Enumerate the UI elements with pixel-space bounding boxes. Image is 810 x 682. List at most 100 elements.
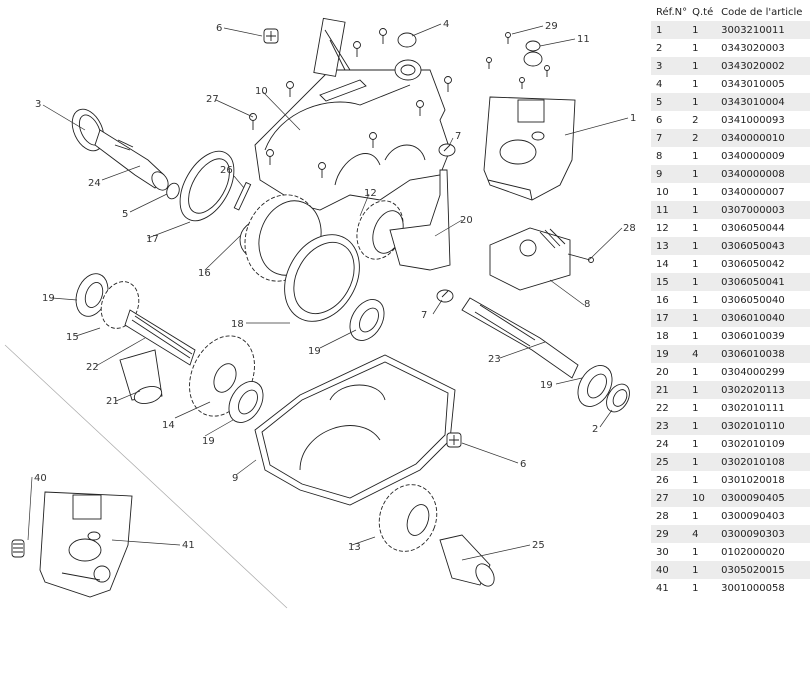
cell-qty: 1 [687,453,717,471]
callout-24: 24 [88,178,101,189]
cell-code: 0306010039 [721,330,785,342]
cell-qty: 4 [687,525,717,543]
callout-23: 23 [488,354,501,365]
cell-qty: 1 [692,474,699,486]
part-7-plug-bottom [436,289,454,303]
cell-ref: 23 [651,417,688,435]
part-6-drain-plug-top [263,28,279,44]
part-22-shaft [124,309,196,366]
cell-ref: 1 [651,21,688,39]
cell-ref: 16 [656,294,669,306]
cell-code: 0305020015 [716,561,810,579]
cell-code: 0343020003 [721,42,785,54]
part-25-shaft [439,534,495,587]
cell-code: 0306010040 [716,309,810,327]
cell-ref: 24 [656,438,669,450]
cell-ref: 41 [656,582,669,594]
cell-qty: 1 [687,201,717,219]
cell-qty: 1 [687,237,717,255]
callout-17: 17 [146,234,159,245]
cell-ref: 2 [656,42,663,54]
part-6-drain-plug-bottom [446,432,462,448]
cell-code: 0306050044 [721,222,785,234]
cell-qty: 4 [687,345,717,363]
cell-code: 0306050043 [716,237,810,255]
cell-ref: 25 [651,453,688,471]
callout-16: 16 [198,268,211,279]
callout-1: 1 [630,113,636,124]
part-4-o-ring [397,32,417,48]
callout-9: 9 [232,473,238,484]
cell-qty: 2 [687,129,717,147]
cell-code: 0306010038 [716,345,810,363]
callout-14: 14 [162,420,175,431]
cell-ref: 5 [651,93,688,111]
cell-ref: 40 [651,561,688,579]
callout-29: 29 [545,21,558,32]
cell-qty: 1 [692,546,699,558]
cell-ref: 11 [651,201,688,219]
callout-20: 20 [460,215,473,226]
cell-qty: 10 [687,489,717,507]
cell-code: 0341000093 [721,114,785,126]
callout-22: 22 [86,362,99,373]
cell-code: 0302010108 [716,453,810,471]
callout-6-top: 6 [216,23,222,34]
cell-qty: 1 [687,561,717,579]
table-header-row: Réf.N° Q.té Code de l'article [651,3,810,21]
cell-qty: 1 [692,42,699,54]
cell-qty: 1 [692,294,699,306]
cell-ref: 8 [656,150,663,162]
cell-ref: 7 [651,129,688,147]
cell-qty: 1 [687,381,717,399]
part-7-plug-top [438,143,456,157]
cell-ref: 14 [656,258,669,270]
cell-code: 3003210011 [716,21,810,39]
part-24-shaft [94,129,169,191]
cell-ref: 29 [651,525,688,543]
cell-ref: 12 [656,222,669,234]
cell-code: 0302010110 [716,417,810,435]
table-row: 2 1 0343020003 [651,39,810,57]
callout-13: 13 [348,542,361,553]
header-qty: Q.té [692,6,714,18]
part-40-spring [11,539,25,558]
callout-41: 41 [182,540,195,551]
callout-19-left: 19 [42,293,55,304]
cell-code: 0302010111 [721,402,785,414]
cell-ref: 4 [656,78,663,90]
part-11-bushing [523,40,543,67]
cell-qty: 2 [692,114,699,126]
callout-6-bottom: 6 [520,459,526,470]
part-5-ring [166,182,180,200]
cell-ref: 10 [656,186,669,198]
cell-ref: 17 [651,309,688,327]
cell-qty: 1 [687,417,717,435]
cell-ref: 3 [651,57,688,75]
cell-ref: 9 [651,165,688,183]
callout-19-lower: 19 [202,436,215,447]
cell-code: 0302020113 [716,381,810,399]
cell-code: 0340000009 [721,150,785,162]
part-2-seal [606,383,630,413]
cell-qty: 1 [692,78,699,90]
cell-ref: 18 [656,330,669,342]
cell-code: 0302010109 [721,438,785,450]
callout-7-bottom: 7 [421,310,427,321]
part-23-shaft [461,297,579,379]
cell-code: 0300090303 [716,525,810,543]
cell-ref: 30 [656,546,669,558]
